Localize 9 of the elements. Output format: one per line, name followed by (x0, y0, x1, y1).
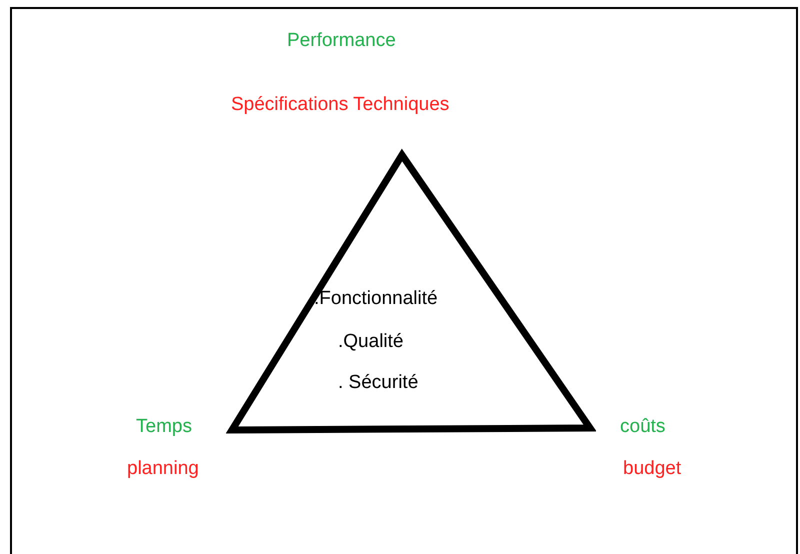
corner-label: planning (127, 457, 199, 481)
corner-label: coûts (620, 415, 666, 439)
corner-label: budget (623, 457, 682, 481)
triangle-text: .Qualité (338, 330, 404, 354)
corner-label: Temps (136, 415, 192, 439)
triangle-text: . Sécurité (338, 371, 418, 395)
corner-label: Spécifications Techniques (231, 93, 450, 117)
corner-label: Performance (287, 29, 396, 53)
triangle-text: .Fonctionnalité (314, 287, 438, 311)
